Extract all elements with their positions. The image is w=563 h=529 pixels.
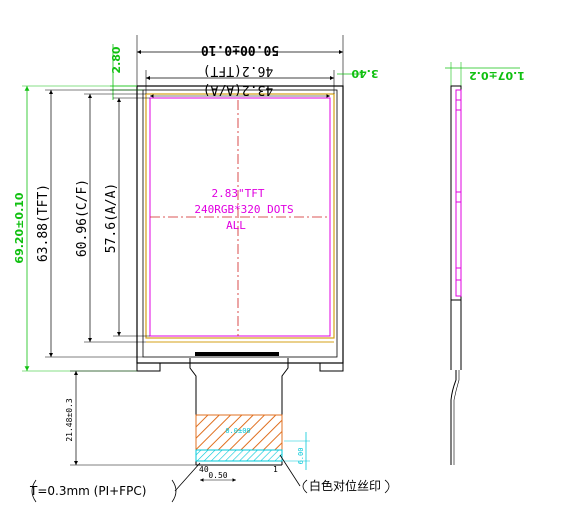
- side-tab-middle: [455, 191, 462, 203]
- note-right-bracket: [302, 479, 390, 494]
- note-right-leader: [279, 454, 301, 487]
- display-spec-line1: 2.83"TFT: [212, 187, 265, 200]
- tft-outline: [142, 89, 338, 358]
- pin-40-label: 40: [199, 465, 209, 474]
- side-tab-bottom: [455, 267, 462, 281]
- pitch-label: 0.50: [208, 471, 227, 480]
- note-left-bracket: [31, 479, 177, 503]
- top-gap-label: 2.80: [110, 46, 123, 73]
- height-total-label: 69.20±0.10: [13, 192, 26, 263]
- pin-1-label: 1: [273, 465, 278, 474]
- side-view: 1.07±0.2: [445, 62, 525, 465]
- top-dimensions: 50.00±0.10 46.2(TFT) 43.2(A/A) 2.80 3.40: [110, 35, 379, 100]
- fpc-length-label: 21.48±0.3: [65, 398, 74, 442]
- width-aa-label: 43.2(A/A): [203, 82, 273, 97]
- display-spec-line3: ALL: [226, 219, 246, 232]
- side-fpc-tail-2: [453, 370, 460, 465]
- width-tft-label: 50.00±0.10: [201, 42, 279, 57]
- thickness-label: 1.07±0.2: [469, 69, 525, 82]
- height-cf-label: 60.96(C/F): [75, 179, 90, 257]
- fpc-contact-area: [195, 449, 283, 462]
- fpc-label-faint: 0.0±00: [225, 427, 250, 435]
- fpc-width-label: 6.00: [297, 448, 305, 465]
- front-view: 2.83"TFT 240RGB*320 DOTS ALL 0.0±00 40 1…: [136, 85, 344, 482]
- note-left-text: T=0.3mm (PI+FPC): [29, 484, 146, 498]
- display-spec-line2: 240RGB*320 DOTS: [194, 203, 293, 216]
- ic-connector-bar: [195, 352, 279, 356]
- cf-outline: [145, 93, 335, 339]
- module-outline: [136, 85, 344, 364]
- side-fpc-tail: [450, 370, 457, 465]
- height-tft-label: 63.88(TFT): [36, 184, 51, 262]
- bottom-ledge: [136, 363, 344, 372]
- notes: T=0.3mm (PI+FPC) 白色对位丝印: [29, 454, 390, 503]
- width-cf-label: 46.2(TFT): [203, 63, 273, 78]
- side-gap-label: 3.40: [351, 67, 378, 80]
- note-left-leader: [174, 462, 201, 492]
- note-right-text: 白色对位丝印: [309, 478, 381, 493]
- side-panel-layer: [455, 89, 462, 297]
- side-tab-top: [455, 99, 462, 111]
- height-aa-label: 57.6(A/A): [104, 183, 119, 253]
- left-dimensions: 69.20±0.10 63.88(TFT) 60.96(C/F) 57.6(A/…: [13, 85, 196, 466]
